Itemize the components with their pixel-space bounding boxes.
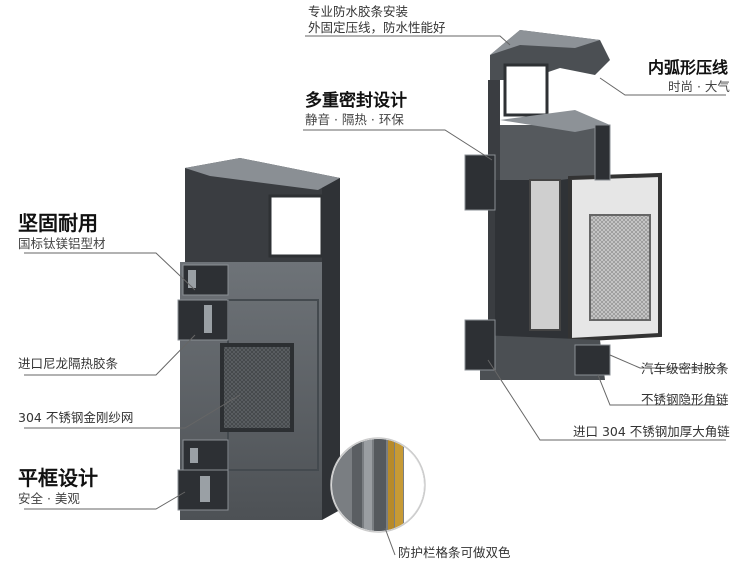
hinge-note: 不锈钢隐形角链: [641, 392, 729, 407]
waterproof-note-line1: 专业防水胶条安装: [308, 4, 409, 19]
flat-frame-subtitle: 安全 · 美观: [18, 491, 80, 506]
durable-title: 坚固耐用: [18, 211, 98, 235]
rail-detail-circle: [330, 437, 426, 533]
seal-subtitle: 静音 · 隔热 · 环保: [305, 112, 404, 127]
rail-color-note: 防护栏格条可做双色: [398, 545, 511, 560]
nylon-strip-label: 进口尼龙隔热胶条: [18, 356, 119, 371]
leader-lines: [24, 35, 726, 556]
arc-title: 内弧形压线: [648, 58, 729, 77]
mesh-label: 304 不锈钢金刚纱网: [18, 410, 134, 425]
right-window-model: [464, 30, 662, 380]
gasket-note: 汽车级密封胶条: [641, 361, 729, 376]
left-window-model: [177, 158, 340, 520]
durable-subtitle: 国标钛镁铝型材: [18, 236, 106, 251]
flat-frame-title: 平框设计: [18, 466, 98, 490]
waterproof-note-line2: 外固定压线，防水性能好: [308, 20, 446, 35]
big-hinge-note: 进口 304 不锈钢加厚大角链: [573, 424, 730, 439]
seal-title: 多重密封设计: [305, 91, 407, 111]
arc-subtitle: 时尚 · 大气: [668, 79, 730, 94]
